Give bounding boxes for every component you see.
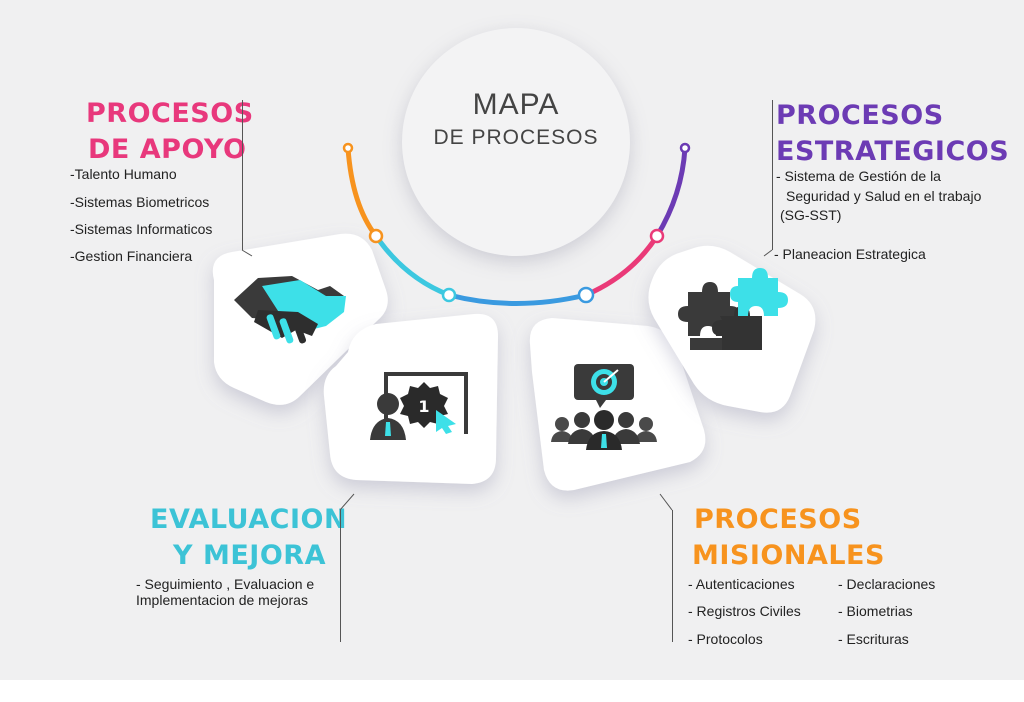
team-target-icon	[551, 364, 657, 450]
title-line1: MAPA	[472, 88, 560, 121]
misionales-item: - Escrituras	[838, 631, 909, 647]
bottom-strip	[0, 680, 1024, 702]
presenter-award-icon: 1	[370, 372, 468, 440]
apoyo-heading-line2: DE APOYO	[88, 134, 247, 165]
apoyo-divider	[242, 100, 243, 250]
evaluacion-heading-line1: EVALUACION	[150, 504, 348, 535]
svg-text:1: 1	[418, 397, 429, 416]
card-misionales	[529, 318, 706, 491]
estrategicos-item1-line3: (SG-SST)	[780, 207, 842, 223]
estrategicos-heading: PROCESOS ESTRATEGICOS	[776, 98, 1009, 170]
misionales-item: - Declaraciones	[838, 576, 936, 592]
evaluacion-divider	[340, 510, 341, 642]
estrategicos-heading-line1: PROCESOS	[776, 100, 944, 131]
estrategicos-item2: - Planeacion Estrategica	[774, 246, 926, 262]
estrategicos-item1-line2: Seguridad y Salud en el trabajo	[786, 188, 982, 204]
title-circle: MAPA DE PROCESOS	[402, 28, 630, 256]
evaluacion-item-line1: - Seguimiento , Evaluacion e	[136, 576, 315, 592]
apoyo-item: -Sistemas Informaticos	[70, 221, 213, 237]
evaluacion-heading-line2: Y MEJORA	[173, 540, 326, 571]
apoyo-item: -Sistemas Biometricos	[70, 194, 210, 210]
misionales-item: - Registros Civiles	[688, 603, 801, 619]
estrategicos-heading-line2: ESTRATEGICOS	[776, 136, 1010, 167]
misionales-heading-line1: PROCESOS	[694, 504, 862, 535]
misionales-heading-line2: MISIONALES	[692, 540, 885, 571]
estrategicos-item1-line1: - Sistema de Gestión de la	[776, 168, 941, 184]
apoyo-heading: PROCESOS DE APOYO	[86, 96, 254, 168]
misionales-item: - Autenticaciones	[688, 576, 795, 592]
puzzle-icon	[678, 268, 788, 350]
misionales-item: - Protocolos	[688, 631, 763, 647]
evaluacion-item-line2: Implementacion de mejoras	[136, 592, 308, 608]
misionales-item: - Biometrias	[838, 603, 913, 619]
misionales-heading: PROCESOS MISIONALES	[692, 502, 885, 574]
apoyo-heading-line1: PROCESOS	[86, 98, 254, 129]
title-line2: DE PROCESOS	[433, 126, 599, 149]
apoyo-item: -Gestion Financiera	[70, 248, 193, 264]
apoyo-item: -Talento Humano	[70, 166, 177, 182]
estrategicos-divider	[772, 100, 773, 250]
misionales-divider	[672, 510, 673, 642]
evaluacion-heading: EVALUACION Y MEJORA	[150, 502, 348, 574]
process-arc	[345, 145, 688, 306]
handshake-icon	[234, 276, 346, 344]
arc-nodes	[342, 142, 691, 304]
